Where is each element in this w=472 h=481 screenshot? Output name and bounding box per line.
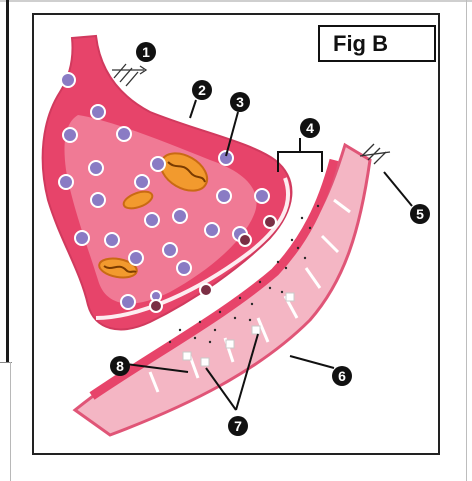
arrow-in-icon xyxy=(112,64,146,86)
marker-4-label: 4 xyxy=(306,120,314,136)
marker-2: 2 xyxy=(192,80,212,100)
marker-1-label: 1 xyxy=(142,44,150,60)
marker-8: 8 xyxy=(110,356,130,376)
marker-6-label: 6 xyxy=(338,368,346,384)
marker-5-label: 5 xyxy=(416,206,424,222)
marker-2-label: 2 xyxy=(198,82,206,98)
marker-7: 7 xyxy=(228,416,248,436)
figure-title: Fig B xyxy=(318,25,436,62)
marker-5: 5 xyxy=(410,204,430,224)
marker-4: 4 xyxy=(300,118,320,138)
marker-7-label: 7 xyxy=(234,418,242,434)
marker-3-label: 3 xyxy=(236,94,244,110)
marker-3: 3 xyxy=(230,92,250,112)
marker-6: 6 xyxy=(332,366,352,386)
marker-1: 1 xyxy=(136,42,156,62)
marker-8-label: 8 xyxy=(116,358,124,374)
